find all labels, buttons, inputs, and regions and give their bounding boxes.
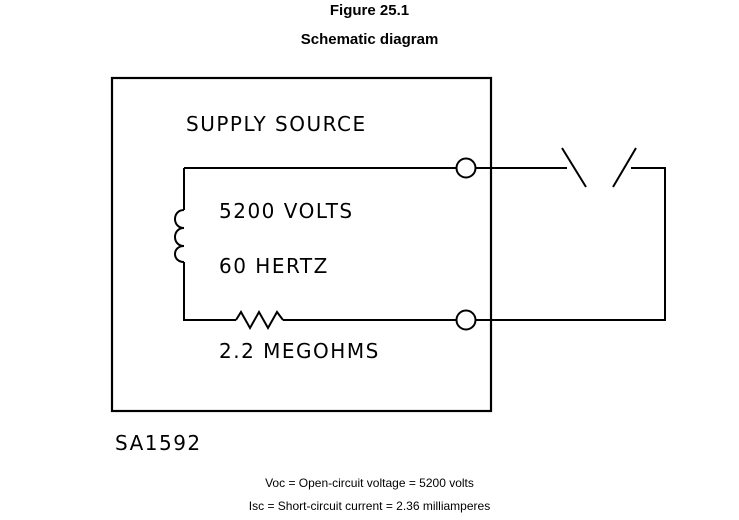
supply-source-label: SUPPLY SOURCE [186, 112, 367, 136]
voc-note: Voc = Open-circuit voltage = 5200 volts [265, 476, 474, 490]
external-return-wire [476, 167, 666, 321]
inductor-icon [174, 209, 185, 263]
resistance-label: 2.2 MEGOHMS [219, 339, 380, 363]
part-id-label: SA1592 [115, 431, 202, 455]
terminal-top-icon [455, 157, 477, 179]
left-wire-lower [183, 262, 236, 321]
schematic-diagram: SUPPLY SOURCE 5200 VOLTS 60 HERTZ 2.2 ME… [110, 76, 666, 455]
terminal-bottom-icon [455, 309, 477, 331]
voltage-label: 5200 VOLTS [219, 199, 354, 223]
resistor-icon [235, 309, 284, 331]
frequency-label: 60 HERTZ [219, 254, 329, 278]
switch-left-blade [561, 147, 587, 188]
switch-right-blade [612, 147, 637, 188]
isc-note: Isc = Short-circuit current = 2.36 milli… [248, 499, 491, 513]
supply-source-box [110, 76, 493, 413]
figure-subtitle: Schematic diagram [300, 31, 439, 48]
figure-title: Figure 25.1 [329, 2, 410, 19]
